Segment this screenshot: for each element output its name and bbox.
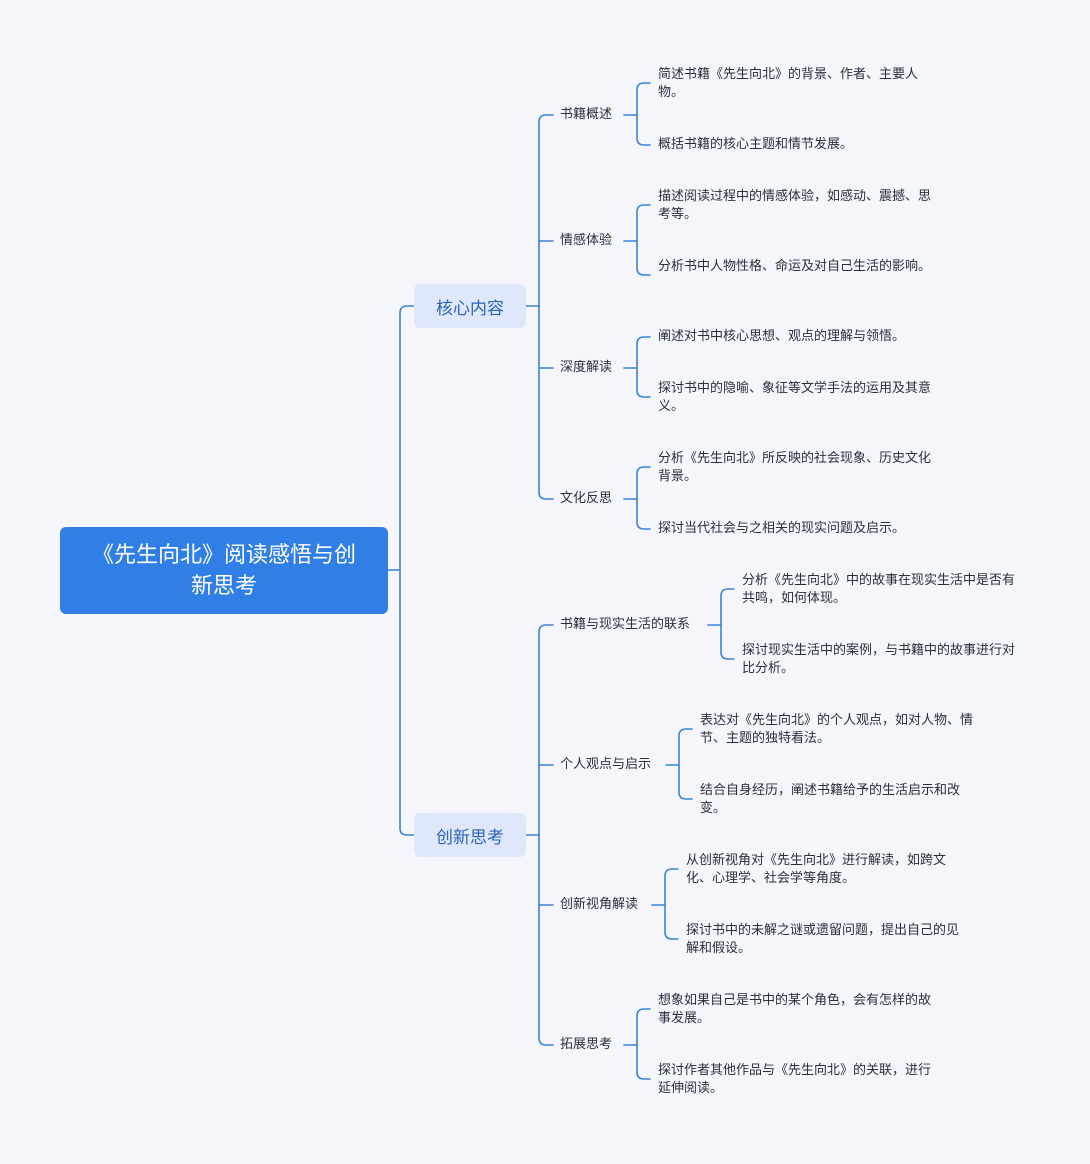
leaf-text[interactable]: 想象如果自己是书中的某个角色，会有怎样的故事发展。: [658, 993, 932, 1026]
real-life-connector-spine: [720, 588, 735, 660]
innovative-perspective-connector-spine: [664, 868, 679, 940]
leaf-text[interactable]: 从创新视角对《先生向北》进行解读，如跨文化、心理学、社会学等角度。: [686, 853, 947, 886]
innovative-thinking-connector-spine: [538, 624, 554, 1046]
topic-emotional-experience[interactable]: 情感体验: [560, 233, 613, 248]
topic-extended-thinking[interactable]: 拓展思考: [560, 1037, 613, 1052]
deep-reading-connector-spine: [636, 336, 651, 398]
branch-label: 核心内容: [436, 298, 504, 319]
emotion-connector-spine: [636, 204, 651, 276]
leaf-text[interactable]: 简述书籍《先生向北》的背景、作者、主要人物。: [658, 67, 919, 100]
leaf-text[interactable]: 探讨现实生活中的案例，与书籍中的故事进行对比分析。: [742, 643, 1016, 676]
leaf-text[interactable]: 分析《先生向北》中的故事在现实生活中是否有共鸣，如何体现。: [742, 573, 1016, 606]
topic-deep-reading[interactable]: 深度解读: [560, 360, 613, 375]
leaf-text[interactable]: 探讨作者其他作品与《先生向北》的关联，进行延伸阅读。: [658, 1063, 932, 1096]
leaf-text[interactable]: 探讨当代社会与之相关的现实问题及启示。: [658, 521, 906, 536]
topic-book-and-real-life[interactable]: 书籍与现实生活的联系: [560, 617, 691, 632]
branch-label: 创新思考: [436, 827, 504, 848]
root-title: 《先生向北》阅读感悟与创新思考: [91, 542, 356, 599]
topic-book-overview[interactable]: 书籍概述: [560, 107, 613, 122]
leaf-text[interactable]: 探讨书中的未解之谜或遗留问题，提出自己的见解和假设。: [686, 923, 960, 956]
leaf-text[interactable]: 描述阅读过程中的情感体验，如感动、震撼、思考等。: [658, 189, 932, 222]
extended-thinking-connector-spine: [636, 1008, 651, 1080]
personal-views-connector-spine: [678, 728, 693, 800]
culture-connector-spine: [636, 466, 651, 530]
leaf-text[interactable]: 分析《先生向北》所反映的社会现象、历史文化背景。: [658, 451, 932, 484]
leaf-text[interactable]: 结合自身经历，阐述书籍给予的生活启示和改变。: [700, 783, 961, 816]
topic-personal-views[interactable]: 个人观点与启示: [560, 757, 652, 772]
leaf-text[interactable]: 探讨书中的隐喻、象征等文学手法的运用及其意义。: [658, 381, 932, 414]
core-content-connector-spine: [538, 114, 554, 500]
book-overview-connector-spine: [636, 82, 651, 146]
branch-node-innovative-thinking[interactable]: 创新思考: [414, 813, 526, 857]
leaf-text[interactable]: 表达对《先生向北》的个人观点，如对人物、情节、主题的独特看法。: [700, 713, 974, 746]
branch-node-core-content[interactable]: 核心内容: [414, 284, 526, 328]
leaf-text[interactable]: 分析书中人物性格、命运及对自己生活的影响。: [658, 259, 932, 274]
root-node[interactable]: 《先生向北》阅读感悟与创新思考: [60, 527, 388, 614]
leaf-text[interactable]: 阐述对书中核心思想、观点的理解与领悟。: [658, 329, 906, 344]
topic-innovative-perspective[interactable]: 创新视角解读: [560, 897, 639, 912]
leaf-text[interactable]: 概括书籍的核心主题和情节发展。: [658, 137, 854, 152]
root-connector-spine: [399, 305, 415, 836]
topic-cultural-reflection[interactable]: 文化反思: [560, 491, 613, 506]
